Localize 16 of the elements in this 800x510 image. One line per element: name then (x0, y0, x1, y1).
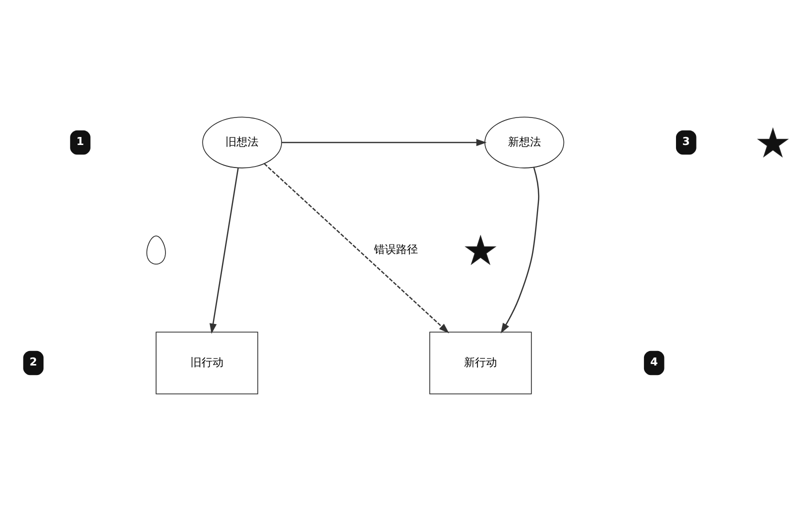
label: 1 (76, 134, 84, 148)
node-ellipse: 旧想法 (202, 116, 282, 168)
arrow (210, 167, 239, 334)
arrow (500, 166, 540, 333)
arrow (282, 138, 487, 146)
node-star (464, 234, 496, 265)
label: 4 (650, 354, 658, 368)
node-box: 新行动 (429, 331, 532, 394)
label: 2 (29, 354, 38, 368)
edge-label: 错误路径 (374, 242, 418, 256)
node-ellipse: 新想法 (484, 116, 564, 168)
node-box: 旧行动 (156, 331, 258, 394)
node-star (757, 126, 789, 158)
label: 3 (682, 134, 690, 148)
node-person (146, 235, 166, 264)
arrow (264, 162, 450, 333)
